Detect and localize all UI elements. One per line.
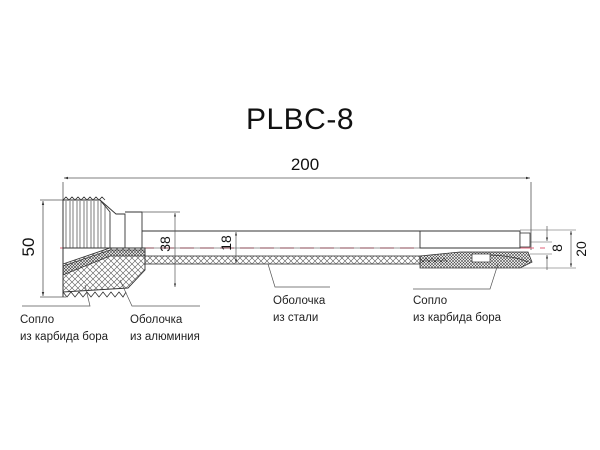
dim-label-38: 38 <box>157 236 173 252</box>
diagram-title: PLBC-8 <box>245 103 355 136</box>
dimension-overall-length: 200 <box>62 155 532 250</box>
threaded-head <box>62 196 420 249</box>
dimension-thread-diameter: 50 <box>19 199 66 298</box>
dim-label-50: 50 <box>19 238 38 257</box>
dim-label-18: 18 <box>218 235 234 251</box>
leader-carbide-left <box>22 284 91 307</box>
dim-label-20: 20 <box>573 241 589 257</box>
dim-label-8: 8 <box>549 244 565 252</box>
leader-aluminium <box>119 279 200 307</box>
leader-lines <box>22 263 499 307</box>
tip-nozzle <box>419 230 533 269</box>
dimension-housing-diameter: 38 <box>142 211 180 287</box>
leader-steel <box>267 263 330 288</box>
leader-carbide-right <box>413 263 499 290</box>
dimension-tip-diameter: 20 <box>520 229 589 269</box>
steel-tube <box>142 247 421 265</box>
callout-carbide-nozzle-left: Сопло из карбида бора <box>20 314 109 343</box>
dimension-bore-diameter: 8 <box>530 226 565 270</box>
callout-aluminium-shell: Оболочка из алюминия <box>130 314 200 343</box>
dim-label-200: 200 <box>291 155 319 174</box>
callout-steel-shell: Оболочка из стали <box>273 295 326 324</box>
dimension-tube-diameter: 18 <box>218 232 238 263</box>
callout-carbide-nozzle-right: Сопло из карбида бора <box>413 295 502 324</box>
